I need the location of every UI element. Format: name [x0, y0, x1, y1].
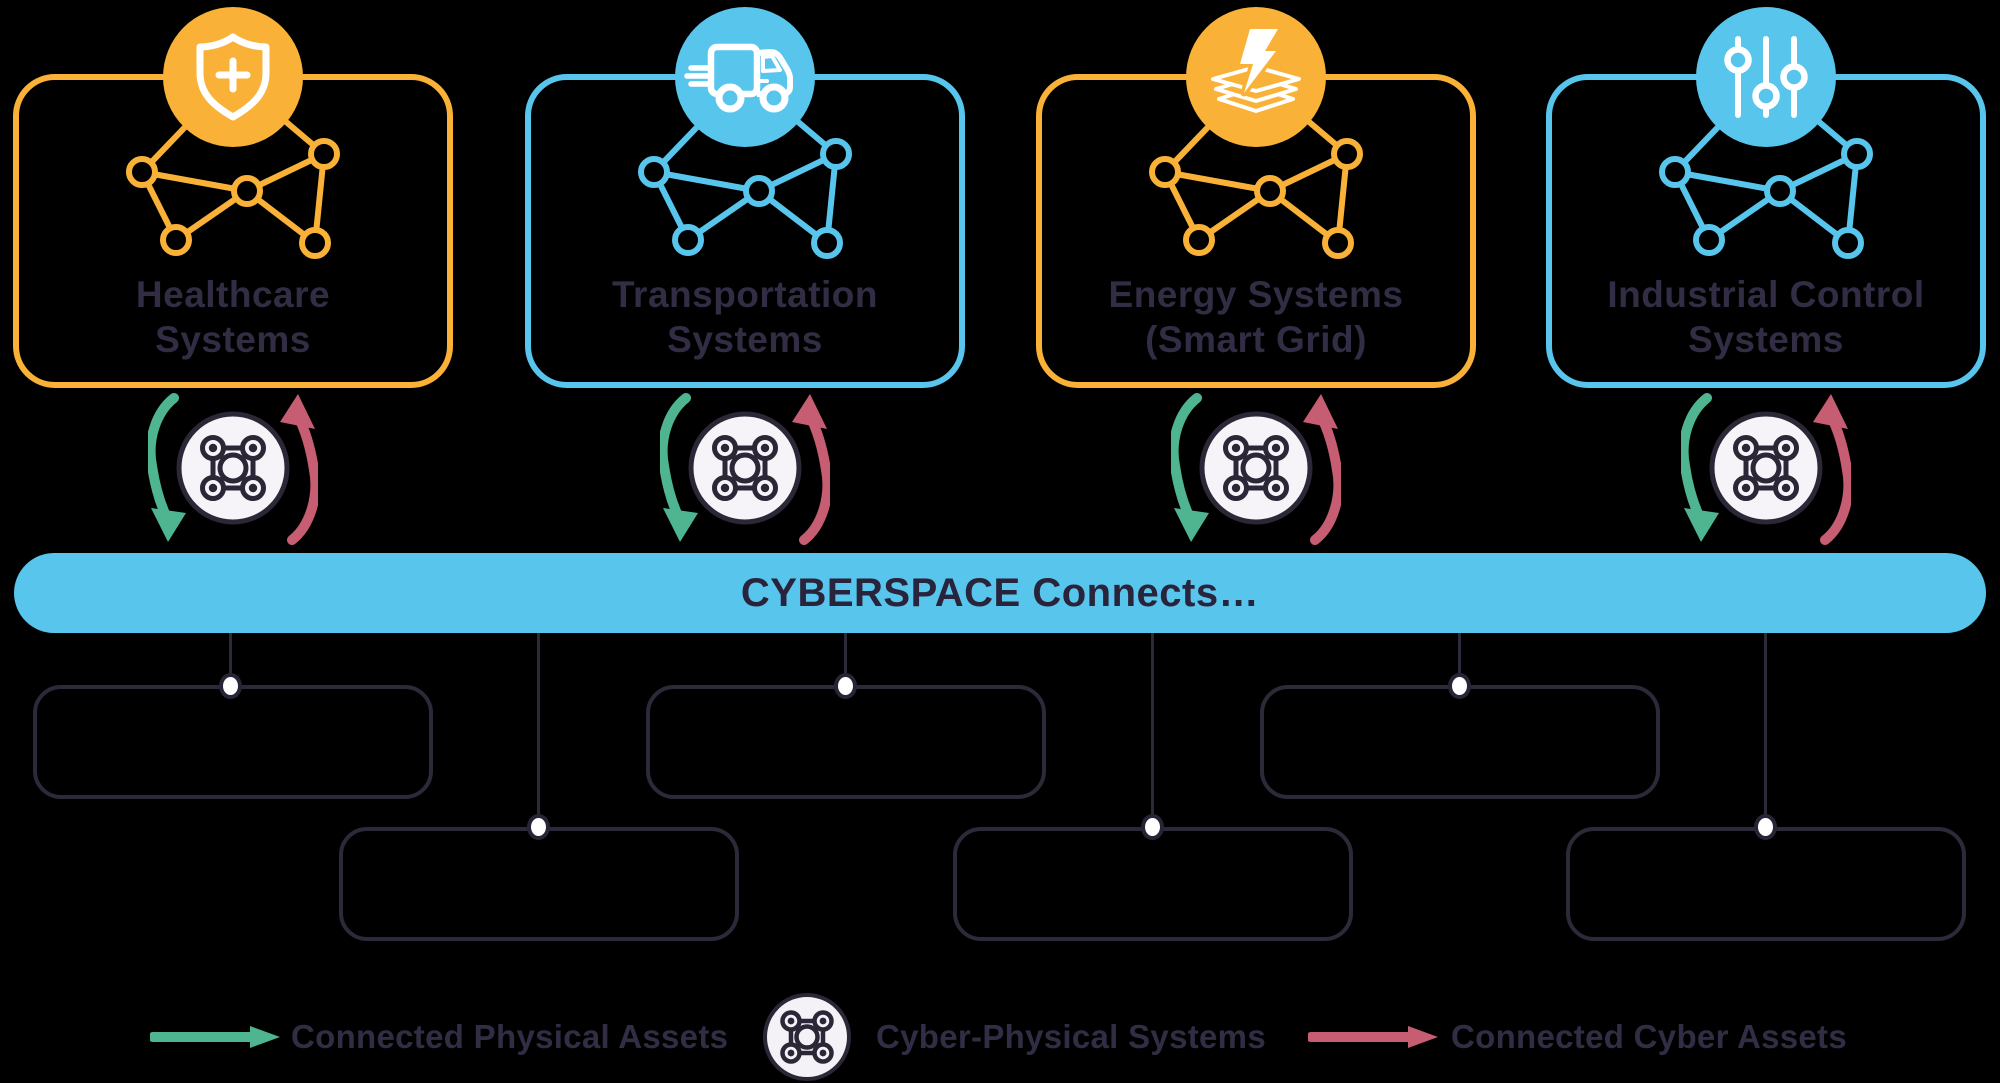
connector-dot: [527, 814, 550, 840]
connector-dot: [1754, 814, 1777, 840]
legend-label-cps: Cyber-Physical Systems: [876, 1018, 1266, 1055]
empty-slot: [33, 685, 433, 799]
control-sliders-icon: [1724, 36, 1808, 118]
healthcare-icon-circle: [163, 7, 303, 147]
cyberspace-bar-label: CYBERSPACE Connects…: [740, 570, 1260, 615]
connector-line: [1764, 631, 1767, 830]
cyber-physical-icon: [762, 992, 852, 1082]
cyber-physical-connector: [1681, 390, 1851, 550]
legend-label-physical: Connected Physical Assets: [291, 1018, 729, 1055]
system-energy: Energy Systems(Smart Grid): [1036, 0, 1476, 560]
green-arrow-icon: [150, 1026, 280, 1048]
cyber-physical-connector: [660, 390, 830, 550]
energy-title: Energy Systems(Smart Grid): [1108, 274, 1404, 360]
connector-line: [229, 631, 232, 689]
transportation-icon-circle: [675, 7, 815, 147]
empty-slot: [339, 827, 739, 941]
red-arrow-icon: [1308, 1026, 1438, 1048]
delivery-truck-icon: [684, 43, 793, 113]
connector-line: [1151, 631, 1154, 830]
connector-line: [844, 631, 847, 689]
energy-layers-icon: [1211, 25, 1301, 113]
empty-slot: [1566, 827, 1966, 941]
cyber-physical-connector: [1171, 390, 1341, 550]
connector-dot: [1448, 673, 1471, 699]
shield-plus-icon: [196, 33, 270, 121]
empty-slot: [953, 827, 1353, 941]
energy-icon-circle: [1186, 7, 1326, 147]
empty-slot: [1260, 685, 1660, 799]
connector-dot: [834, 673, 857, 699]
connector-dot: [219, 673, 242, 699]
connector-line: [537, 631, 540, 830]
connector-line: [1458, 631, 1461, 689]
cyberspace-bar: CYBERSPACE Connects…: [14, 553, 1986, 633]
legend-label-cyber: Connected Cyber Assets: [1451, 1018, 1847, 1055]
connector-dot: [1141, 814, 1164, 840]
empty-slot: [646, 685, 1046, 799]
cyber-physical-connector: [148, 390, 318, 550]
industrial-icon-circle: [1696, 7, 1836, 147]
